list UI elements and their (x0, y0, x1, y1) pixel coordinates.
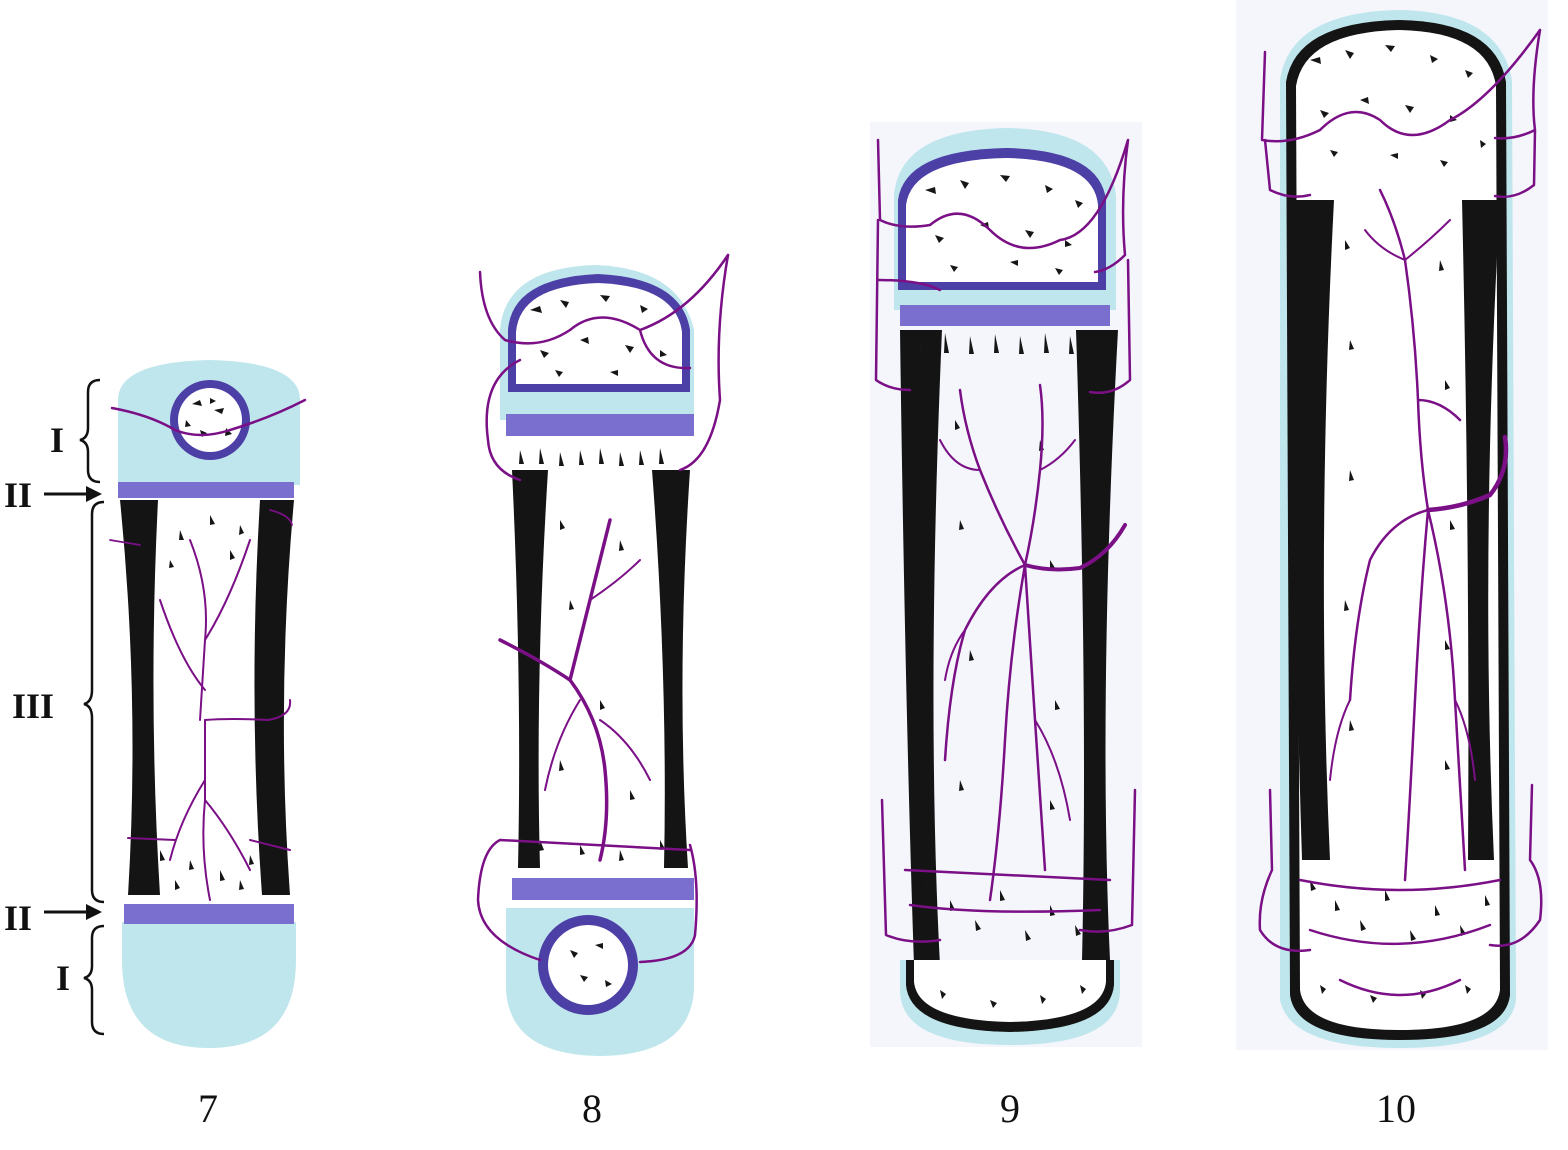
figure-numbers: 7 8 9 10 (198, 1086, 1416, 1131)
figure-number-10: 10 (1376, 1086, 1416, 1131)
figure-9-illustration (870, 122, 1142, 1047)
zone-annotations: I II III II I (4, 378, 105, 1036)
zone-label-bottom-II: II (4, 898, 32, 938)
spongy-bone-texture (150, 398, 254, 890)
zone-label-top-II: II (4, 475, 32, 515)
arrowhead-top-II (86, 486, 102, 502)
figure-number-7: 7 (198, 1086, 218, 1131)
bracket-III (83, 500, 105, 904)
figure-10-illustration (1236, 0, 1548, 1050)
spongy-bone-texture (519, 295, 667, 987)
zone-label-bottom-I: I (56, 958, 70, 998)
figure-7-illustration (109, 360, 307, 1048)
figure-number-8: 8 (582, 1086, 602, 1131)
zone-label-III: III (12, 686, 54, 726)
arrowhead-bottom-II (86, 904, 102, 920)
bracket-top-I (79, 378, 101, 484)
figure-8-illustration (476, 253, 730, 1056)
figure-number-9: 9 (1000, 1086, 1020, 1131)
bracket-bottom-I (83, 924, 105, 1036)
zone-label-top-I: I (50, 420, 64, 460)
spongy-bone-texture (919, 175, 1086, 1008)
